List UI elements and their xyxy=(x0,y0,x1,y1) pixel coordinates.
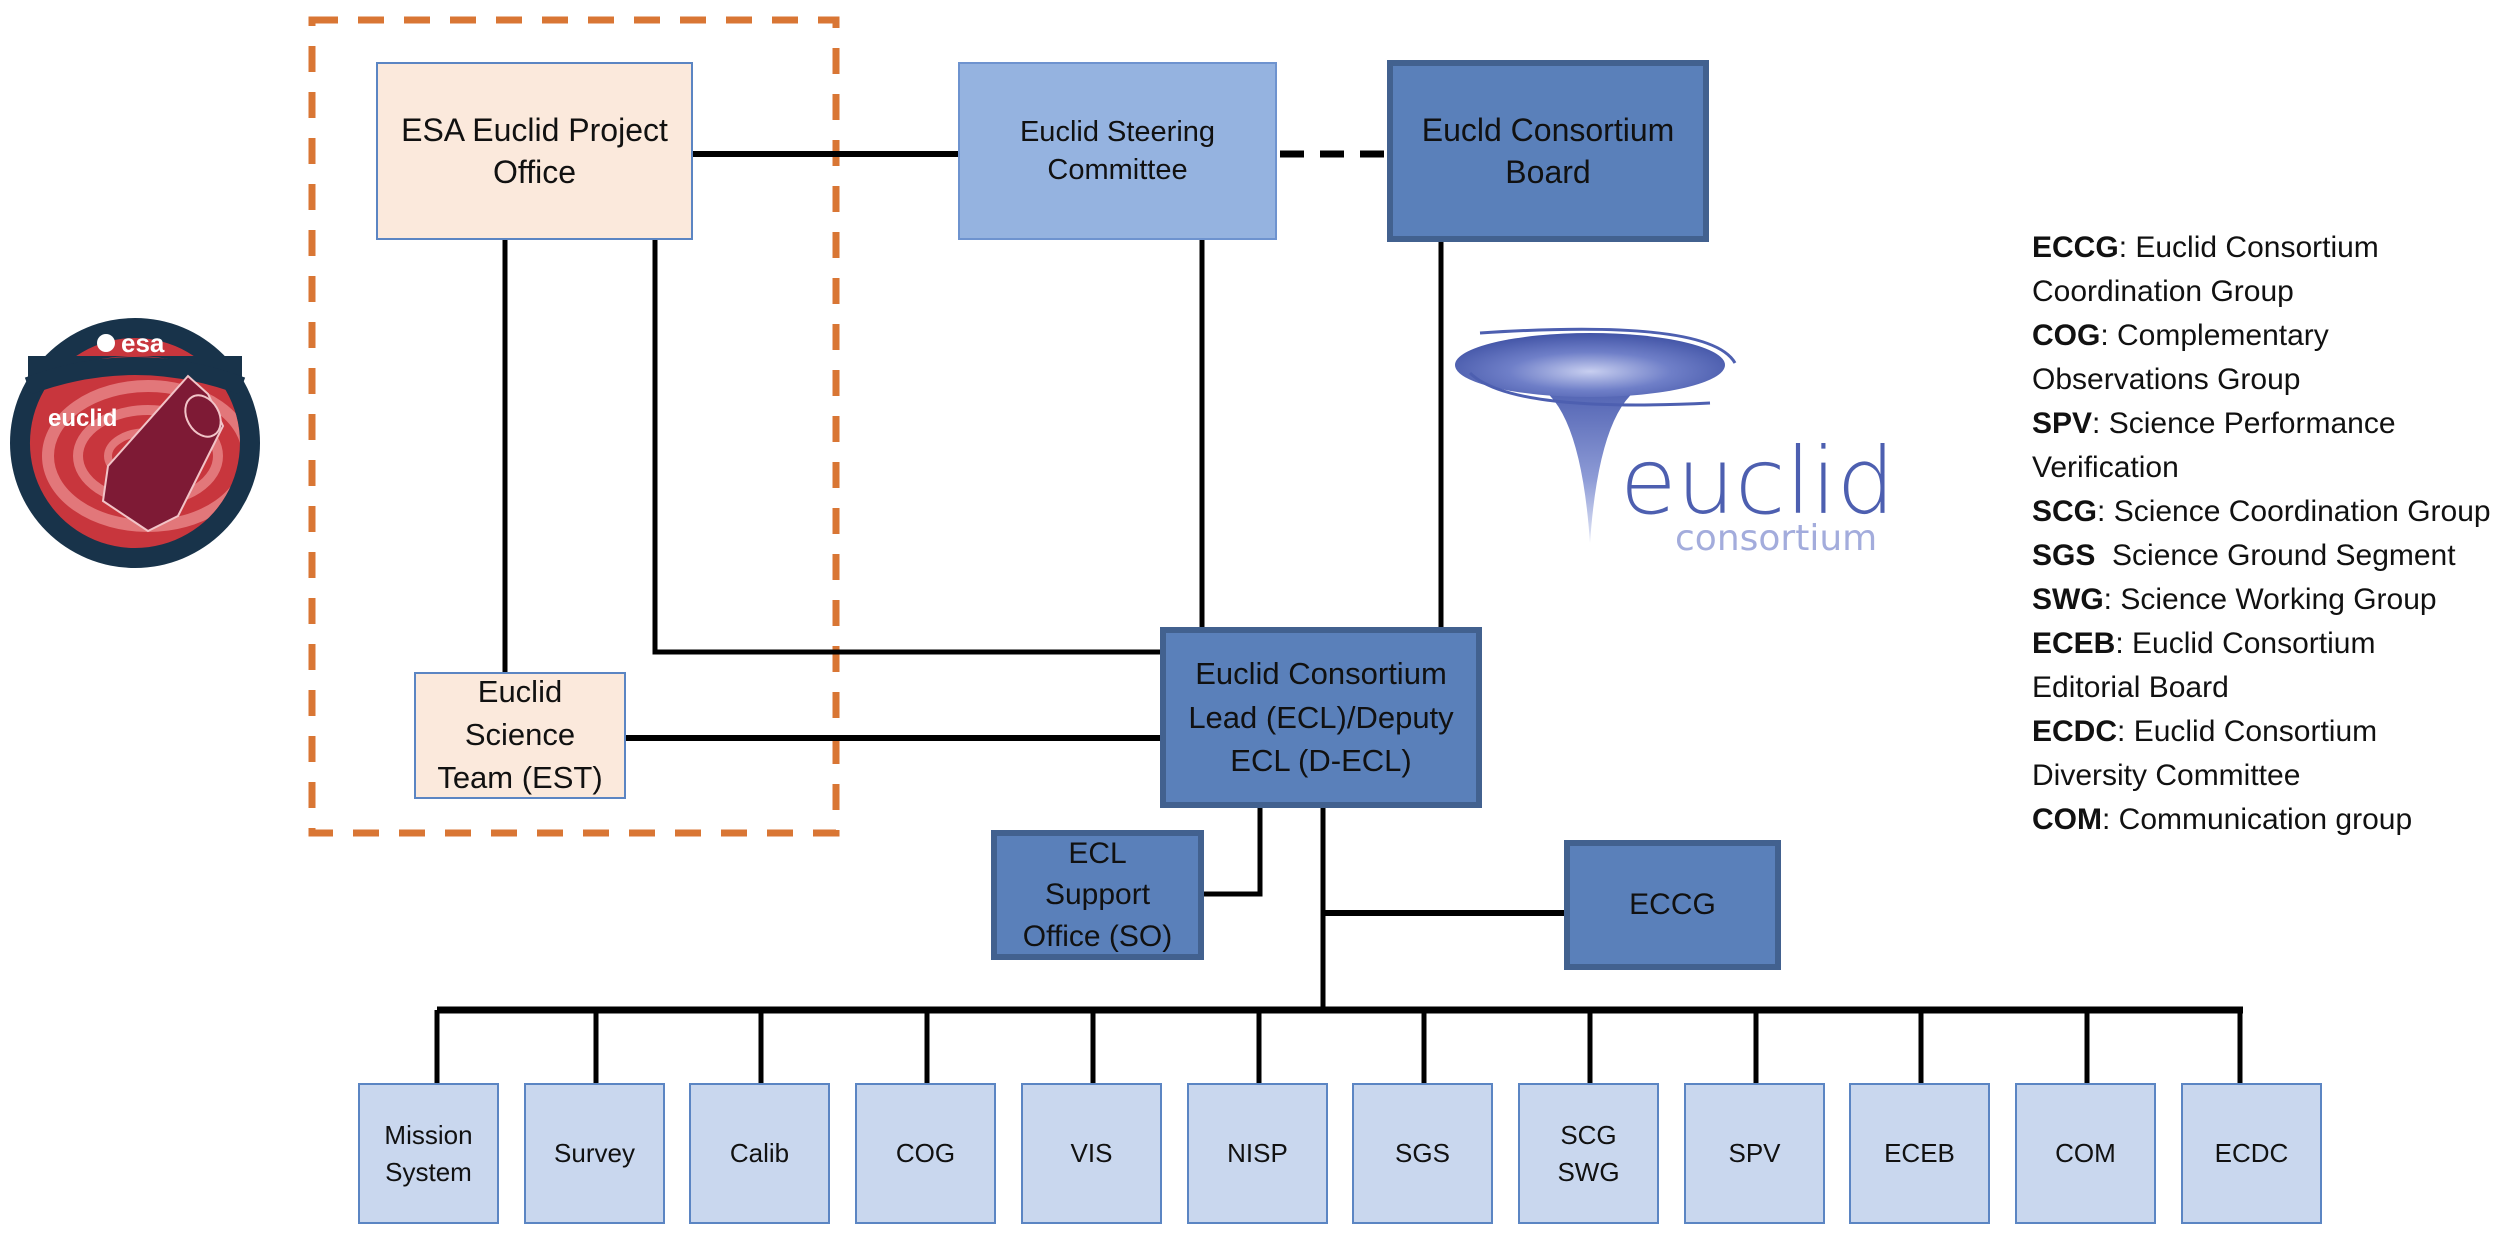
group-box[interactable]: COG xyxy=(855,1083,996,1224)
esa-project-office-label: ESA Euclid Project Office xyxy=(401,111,668,190)
legend-separator: : xyxy=(2100,319,2118,352)
legend-description: Science Performance Verification xyxy=(2032,407,2396,484)
consortium-board-box[interactable]: Eucld Consortium Board xyxy=(1387,60,1709,242)
group-box[interactable]: SCG SWG xyxy=(1518,1083,1659,1224)
group-box-label: VIS xyxy=(1070,1138,1113,1169)
group-drop-lines xyxy=(434,1010,2243,1083)
legend-separator: : xyxy=(2115,627,2133,660)
legend-entry: ECDC: Euclid Consortium Diversity Commit… xyxy=(2032,710,2492,798)
legend-entry: COG: Complementary Observations Group xyxy=(2032,314,2492,402)
legend-separator: : xyxy=(2118,231,2136,264)
esa-project-office-box[interactable]: ESA Euclid Project Office xyxy=(376,62,693,240)
consortium-lead-box[interactable]: Euclid Consortium Lead (ECL)/Deputy ECL … xyxy=(1160,627,1482,808)
legend-description: Communication group xyxy=(2118,803,2413,836)
consortium-logo-subtitle: consortium xyxy=(1675,518,1877,559)
connector-ecl-so xyxy=(1204,808,1263,897)
eccg-box[interactable]: ECCG xyxy=(1564,840,1781,970)
legend-entry: ECEB: Euclid Consortium Editorial Board xyxy=(2032,622,2492,710)
science-team-box[interactable]: Euclid Science Team (EST) xyxy=(414,672,626,799)
esa-wordmark: esa xyxy=(121,328,165,358)
group-box-label: Survey xyxy=(554,1138,635,1169)
legend-abbreviation: SGS xyxy=(2032,539,2096,572)
esa-group-outline xyxy=(308,16,840,837)
legend-abbreviation: COG xyxy=(2032,319,2101,352)
group-box[interactable]: NISP xyxy=(1187,1083,1328,1224)
legend-description: Science Working Group xyxy=(2120,583,2437,616)
group-box[interactable]: SPV xyxy=(1684,1083,1825,1224)
group-box-label: ECDC xyxy=(2214,1138,2289,1169)
group-box[interactable]: COM xyxy=(2015,1083,2156,1224)
legend-separator: : xyxy=(2097,495,2114,528)
group-box[interactable]: Calib xyxy=(689,1083,830,1224)
group-box-label: SCG SWG xyxy=(1557,1120,1620,1187)
consortium-board-label: Eucld Consortium Board xyxy=(1421,111,1675,190)
legend-separator: : xyxy=(2117,715,2134,748)
group-box[interactable]: SGS xyxy=(1352,1083,1493,1224)
group-box-label: SPV xyxy=(1728,1138,1781,1169)
legend-separator: : xyxy=(2102,803,2119,836)
group-box[interactable]: ECDC xyxy=(2181,1083,2322,1224)
legend-abbreviation: ECCG xyxy=(2032,231,2119,264)
legend-abbreviation: ECDC xyxy=(2032,715,2118,748)
legend-description: Euclid Consortium Editorial Board xyxy=(2032,627,2376,704)
legend-description: Complementary Observations Group xyxy=(2032,319,2329,396)
legend-abbreviation: SWG xyxy=(2032,583,2104,616)
group-box-label: NISP xyxy=(1227,1138,1288,1169)
legend-separator xyxy=(2095,539,2112,572)
legend-abbreviation: ECEB xyxy=(2032,627,2116,660)
group-box-label: Mission System xyxy=(384,1120,473,1187)
legend-entry: ECCG: Euclid Consortium Coordination Gro… xyxy=(2032,226,2492,314)
group-box-label: COG xyxy=(895,1138,956,1169)
consortium-logo-title: euclid xyxy=(1620,428,1895,535)
legend-abbreviation: SCG xyxy=(2032,495,2098,528)
esa-euclid-patch-logo: esa euclid xyxy=(10,318,260,568)
group-box-label: Calib xyxy=(729,1138,790,1169)
legend-entry: SPV: Science Performance Verification xyxy=(2032,402,2492,490)
legend-description: Euclid Consortium Coordination Group xyxy=(2032,231,2379,308)
science-team-label: Euclid Science Team (EST) xyxy=(437,674,603,795)
group-box[interactable]: Survey xyxy=(524,1083,665,1224)
consortium-lead-label: Euclid Consortium Lead (ECL)/Deputy ECL … xyxy=(1188,656,1454,779)
group-box-label: ECEB xyxy=(1884,1138,1955,1169)
legend-separator: : xyxy=(2103,583,2121,616)
group-box[interactable]: Mission System xyxy=(358,1083,499,1224)
legend-description: Science Coordination Group xyxy=(2113,495,2491,528)
group-box[interactable]: VIS xyxy=(1021,1083,1162,1224)
steering-committee-box[interactable]: Euclid Steering Committee xyxy=(958,62,1277,240)
legend-abbreviation: COM xyxy=(2032,803,2102,836)
legend-entry: SGS Science Ground Segment xyxy=(2032,534,2492,578)
euclid-wordmark: euclid xyxy=(48,405,117,432)
group-box[interactable]: ECEB xyxy=(1849,1083,1990,1224)
legend-description: Euclid Consortium Diversity Committee xyxy=(2032,715,2378,792)
legend-description: Science Ground Segment xyxy=(2112,539,2456,572)
abbreviation-legend: ECCG: Euclid Consortium Coordination Gro… xyxy=(2032,226,2492,842)
legend-entry: COM: Communication group xyxy=(2032,798,2492,842)
legend-entry: SCG: Science Coordination Group xyxy=(2032,490,2492,534)
euclid-consortium-logo: euclid consortium xyxy=(1455,327,1895,559)
connector-esa-ecl xyxy=(652,240,1162,655)
eccg-label: ECCG xyxy=(1629,888,1716,922)
support-office-box[interactable]: ECL Support Office (SO) xyxy=(991,830,1204,960)
group-box-label: SGS xyxy=(1395,1138,1450,1169)
steering-committee-label: Euclid Steering Committee xyxy=(1019,115,1216,186)
legend-entry: SWG: Science Working Group xyxy=(2032,578,2492,622)
legend-abbreviation: SPV xyxy=(2032,407,2093,440)
support-office-label: ECL Support Office (SO) xyxy=(1022,836,1173,953)
group-box-label: COM xyxy=(2055,1138,2116,1169)
funnel-galaxy-icon xyxy=(1530,383,1650,543)
legend-separator: : xyxy=(2092,407,2109,440)
